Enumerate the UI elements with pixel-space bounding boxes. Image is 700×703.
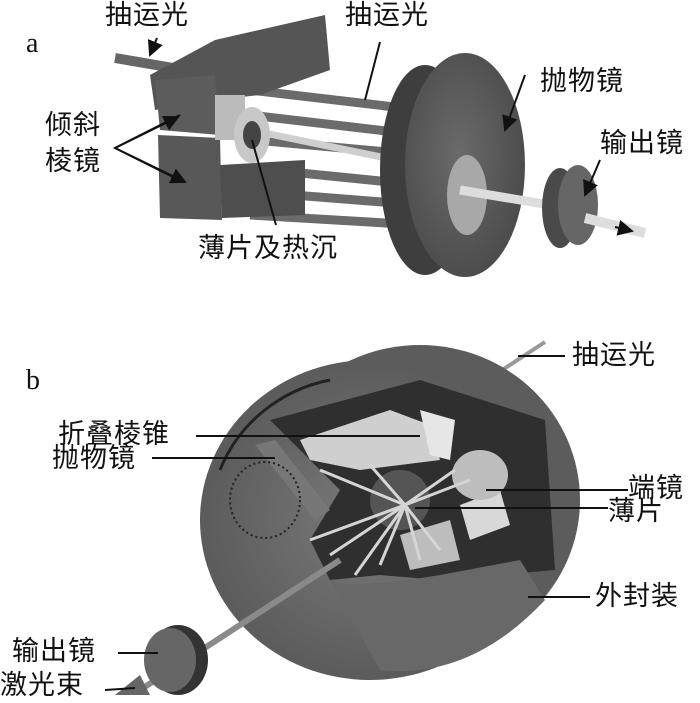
label-pump-light-right: 抽运光 (345, 0, 429, 31)
label-end-mirror: 端镜 (628, 473, 684, 504)
light-rays (309, 464, 471, 576)
label-pump-light-b: 抽运光 (572, 340, 656, 371)
folding-prism-bottom (460, 490, 510, 540)
label-folding-prism: 折叠棱锥 (58, 419, 170, 450)
label-parabolic-mirror-b: 抛物镜 (52, 443, 136, 474)
label-outer-package: 外封装 (595, 581, 679, 612)
output-beam (583, 213, 647, 238)
label-laser-beam: 激光束 (0, 670, 84, 701)
end-mirror (452, 450, 508, 500)
panel-b-leaders (104, 355, 628, 691)
panel-a-leaders (112, 37, 601, 226)
label-parabolic-mirror-a: 抛物镜 (540, 66, 624, 97)
panel-b-letter: b (26, 365, 40, 396)
output-mirror-b (144, 628, 196, 692)
label-output-mirror-a: 输出镜 (600, 128, 684, 159)
panel-a-illustration (114, 15, 647, 277)
label-tilted-prism-2: 棱镜 (45, 146, 101, 177)
label-pump-light-left: 抽运光 (105, 0, 189, 31)
label-output-mirror-b: 输出镜 (12, 636, 96, 667)
panel-a-letter: a (26, 28, 39, 59)
label-thin-disk: 薄片 (608, 496, 664, 527)
thin-disk (243, 121, 261, 149)
panel-b-illustration (115, 340, 580, 695)
folding-prism-top (300, 410, 440, 470)
dotted-circle (229, 461, 301, 539)
tilted-prism-bottom (158, 135, 222, 220)
label-tilted-prism-1: 倾斜 (45, 110, 101, 141)
label-disk-heatsink: 薄片及热沉 (198, 233, 338, 264)
